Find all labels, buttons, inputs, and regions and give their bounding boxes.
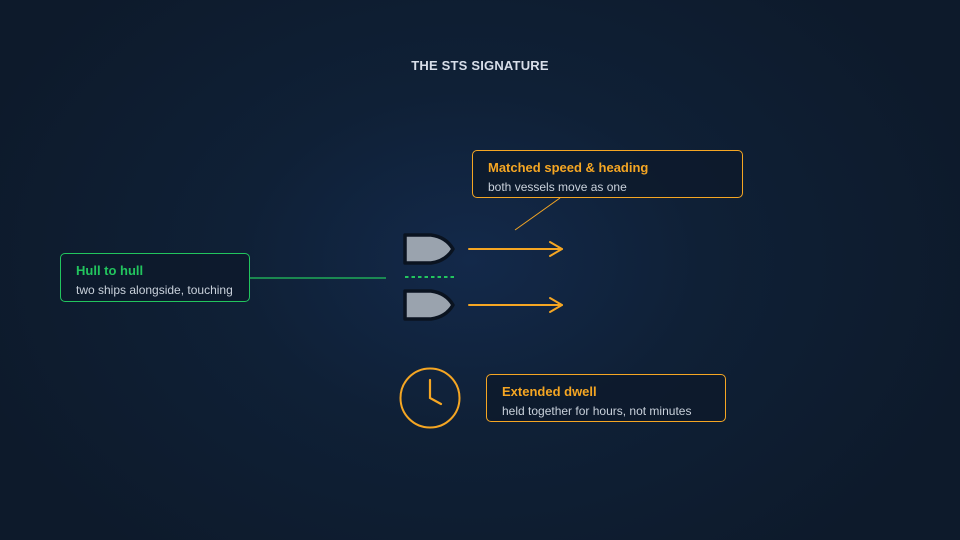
ship-icon <box>403 289 455 321</box>
speed-connector-line <box>514 197 561 231</box>
clock-icon <box>399 367 461 429</box>
ship-icon <box>403 233 455 265</box>
callout-title: Extended dwell <box>502 384 597 399</box>
callout-hull-to-hull: Hull to hull two ships alongside, touchi… <box>60 253 250 302</box>
arrow-right-icon <box>468 297 563 313</box>
callout-title: Matched speed & heading <box>488 160 649 175</box>
diagram-title: THE STS SIGNATURE <box>411 58 549 73</box>
callout-title: Hull to hull <box>76 263 144 278</box>
arrow-right-icon <box>468 241 563 257</box>
callout-subtitle: two ships alongside, touching <box>76 283 233 297</box>
callout-subtitle: held together for hours, not minutes <box>502 404 692 418</box>
callout-matched-speed: Matched speed & heading both vessels mov… <box>472 150 743 198</box>
callout-extended-dwell: Extended dwell held together for hours, … <box>486 374 726 422</box>
callout-subtitle: both vessels move as one <box>488 180 627 194</box>
